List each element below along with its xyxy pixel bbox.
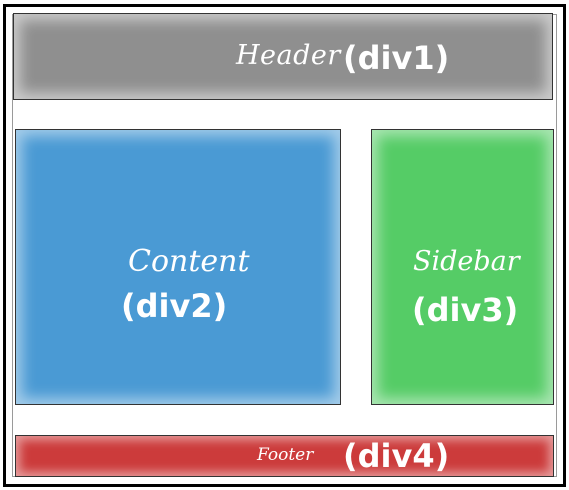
footer-label: Footer	[257, 445, 314, 465]
content-block: Content (div2)	[15, 129, 341, 405]
header-div-tag: (div1)	[343, 39, 450, 77]
sidebar-div-tag: (div3)	[412, 291, 519, 329]
header-label: Header	[236, 40, 341, 71]
content-label: Content	[128, 244, 250, 279]
sidebar-label: Sidebar	[413, 246, 520, 277]
content-div-tag: (div2)	[121, 287, 228, 325]
sidebar-block: Sidebar (div3)	[371, 129, 554, 405]
footer-block: Footer (div4)	[15, 435, 554, 477]
footer-div-tag: (div4)	[343, 437, 450, 475]
header-block: Header (div1)	[13, 13, 553, 100]
